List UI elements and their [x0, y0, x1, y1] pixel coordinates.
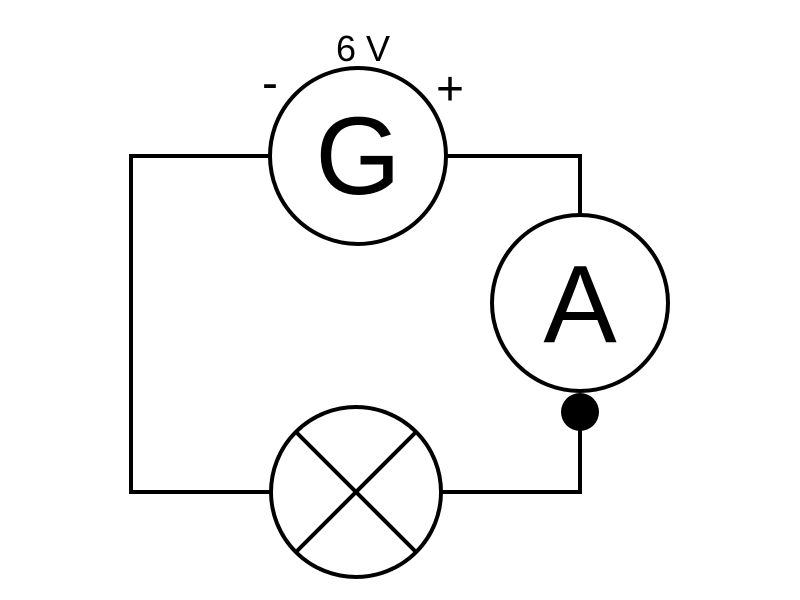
generator: G 6 V - + — [262, 28, 464, 246]
ammeter-circle — [490, 213, 670, 393]
ammeter-letter: A — [543, 243, 617, 366]
wire-left — [129, 154, 272, 494]
generator-negative-terminal: - — [262, 57, 278, 110]
generator-voltage-label: 6 V — [336, 28, 390, 69]
ammeter: A — [490, 213, 670, 393]
wire-top-right — [446, 154, 582, 216]
generator-positive-terminal: + — [436, 63, 464, 116]
wire-bottom-right — [441, 412, 582, 494]
junction-dot — [561, 393, 599, 431]
generator-letter: G — [315, 95, 401, 218]
lamp — [269, 405, 443, 579]
generator-circle — [268, 66, 448, 246]
lamp-cross-line-2 — [294, 430, 418, 554]
